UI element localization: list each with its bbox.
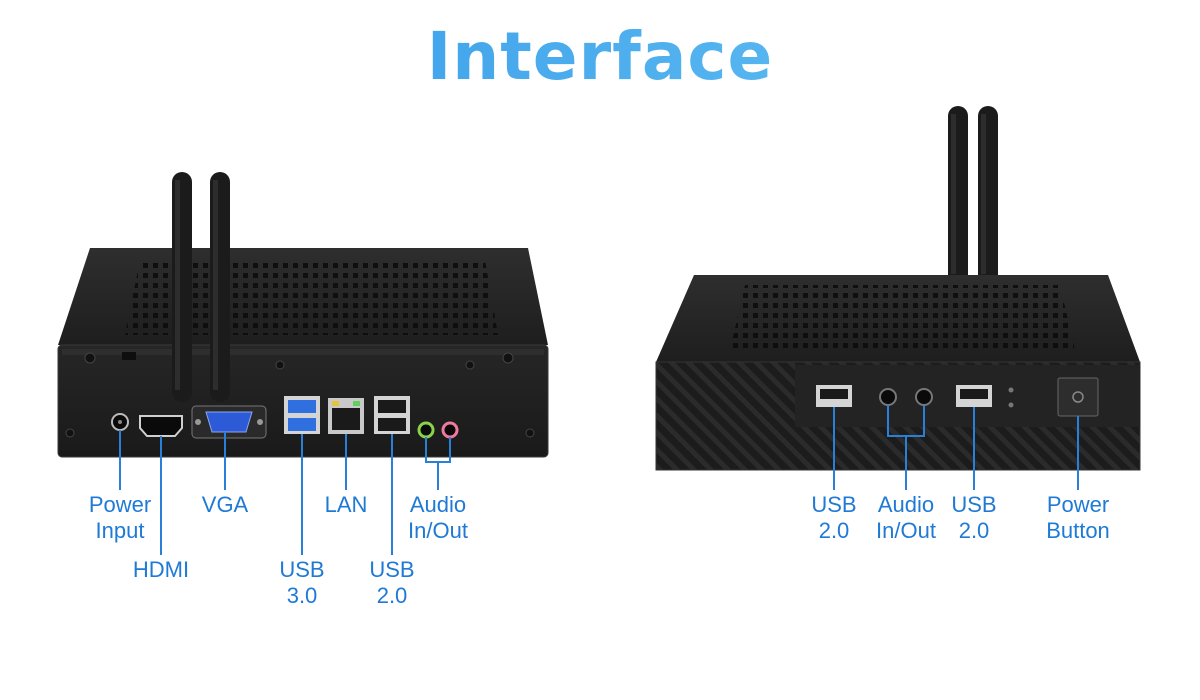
label-usb2-front-left-text: USB 2.0 <box>811 492 857 543</box>
hdmi-port <box>139 415 183 437</box>
power-button <box>1057 377 1099 417</box>
indicator-leds <box>1008 387 1014 408</box>
label-power-button-text: Power Button <box>1046 492 1110 543</box>
rear-leader-lines <box>119 430 451 555</box>
label-usb2-front-left: USB 2.0 <box>794 492 874 544</box>
label-usb2-rear-text: USB 2.0 <box>369 557 415 608</box>
label-audio-rear-text: Audio In/Out <box>408 492 468 543</box>
usb2-port-front-left <box>816 385 852 407</box>
page-title: Interface <box>0 18 1200 95</box>
usb3-ports <box>284 396 320 434</box>
label-audio-rear: Audio In/Out <box>393 492 483 544</box>
label-usb2-front-right-text: USB 2.0 <box>951 492 997 543</box>
front-view-device <box>655 275 1141 471</box>
power-input-port <box>111 413 129 431</box>
label-power-button: Power Button <box>1033 492 1123 544</box>
label-usb3: USB 3.0 <box>262 557 342 609</box>
label-audio-front-text: Audio In/Out <box>876 492 936 543</box>
label-lan-text: LAN <box>324 492 368 517</box>
usb2-ports-rear <box>374 396 410 434</box>
label-lan: LAN <box>306 492 386 518</box>
label-hdmi: HDMI <box>121 557 201 583</box>
lan-port <box>328 398 364 434</box>
label-vga-text: VGA <box>201 492 249 517</box>
label-usb2-rear: USB 2.0 <box>352 557 432 609</box>
label-usb3-text: USB 3.0 <box>279 557 325 608</box>
label-usb2-front-right: USB 2.0 <box>934 492 1014 544</box>
usb2-port-front-right <box>956 385 992 407</box>
rear-antenna-right <box>210 172 230 402</box>
label-audio-front: Audio In/Out <box>861 492 951 544</box>
label-vga: VGA <box>185 492 265 518</box>
label-power-input-text: Power Input <box>88 492 152 543</box>
front-antennas <box>948 106 998 286</box>
label-power-input: Power Input <box>80 492 160 544</box>
label-hdmi-text: HDMI <box>132 557 190 582</box>
rear-antenna-left <box>172 172 192 402</box>
front-leader-lines <box>833 405 1079 490</box>
vga-port <box>191 405 267 439</box>
